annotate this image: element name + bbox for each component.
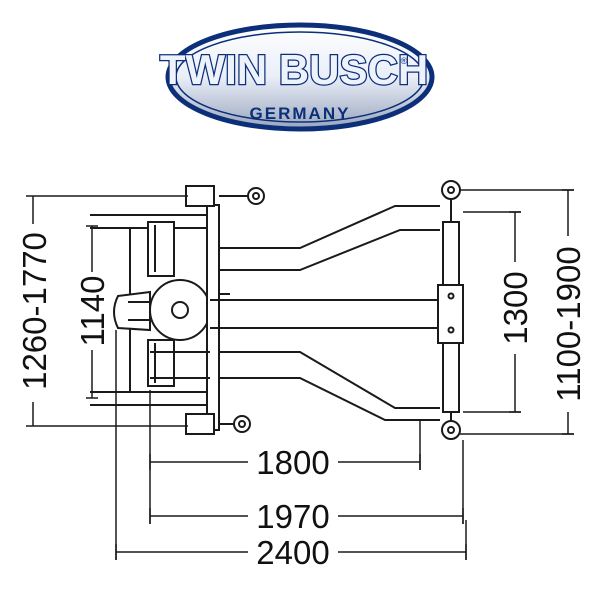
carriage [185,185,265,435]
lift-top-view [90,180,464,440]
hydraulic-cylinder [113,279,211,341]
dimension-labels: 1260-1770 1140 1300 1100-1900 1800 1970 … [16,224,587,571]
upper-swing-arm [219,205,440,271]
dim-right-inner: 1300 [497,271,534,344]
logo-registered-mark: ® [401,56,408,66]
dim-bottom-2: 1970 [256,498,329,535]
lower-swing-arm [219,351,440,421]
twin-busch-logo: TWIN BUSCH ® GERMANY [159,22,435,132]
logo-brand-text: TWIN BUSCH [160,46,428,93]
dim-bottom-3: 2400 [256,534,329,571]
dim-bottom-1: 1800 [256,444,329,481]
dim-left-overall: 1260-1770 [16,232,53,390]
lower-left-arms [150,351,210,379]
center-beams [210,293,440,329]
logo-country-text: GERMANY [250,104,351,123]
dim-left-inner: 1140 [74,276,111,347]
dim-right-overall: 1100-1900 [550,246,587,401]
right-adapter-bar [437,180,464,440]
